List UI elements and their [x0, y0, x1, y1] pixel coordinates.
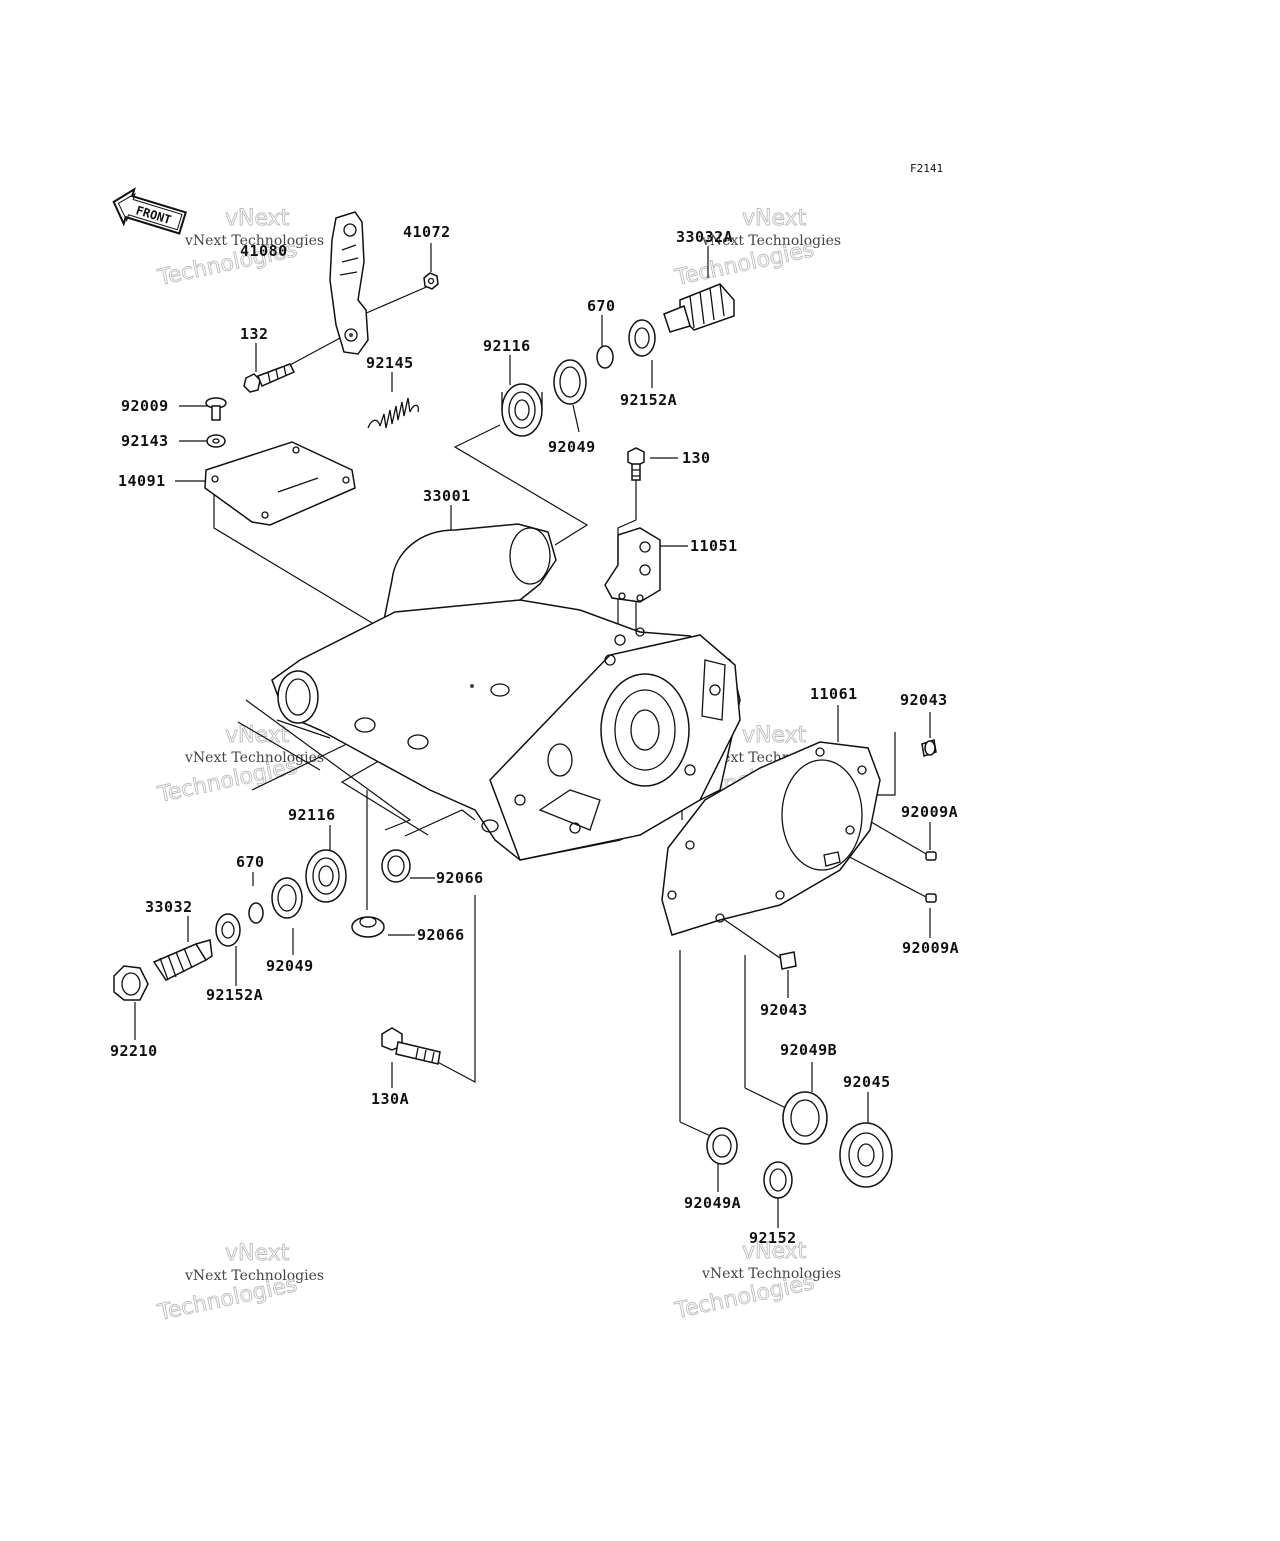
seal-92049A [706, 1127, 738, 1165]
svg-text:vNext: vNext [742, 206, 807, 231]
label-92009A-1: 92009A [901, 803, 958, 821]
label-92116-top: 92116 [483, 337, 531, 355]
label-92066-1: 92066 [436, 869, 484, 887]
bolt-132 [243, 363, 296, 393]
label-92066-2: 92066 [417, 926, 465, 944]
watermark-bottom-left: vNext vNext Technologies Technologies [155, 1241, 324, 1327]
label-92143: 92143 [121, 432, 169, 450]
label-130A: 130A [371, 1090, 409, 1108]
label-92116-bottom: 92116 [288, 806, 336, 824]
nut-92210 [113, 965, 149, 1001]
dowel-92043-top [921, 739, 937, 757]
label-92049-bottom: 92049 [266, 957, 314, 975]
seal-92049B [782, 1091, 828, 1145]
label-670-top: 670 [587, 297, 616, 315]
bearing-92045 [839, 1122, 893, 1188]
svg-text:vNext: vNext [225, 723, 290, 748]
figure-reference: F2141 [910, 162, 943, 175]
gasket-11061 [661, 741, 881, 936]
label-33032A: 33032A [676, 228, 733, 246]
label-130: 130 [682, 449, 711, 467]
pivot-shaft-33032A [663, 283, 735, 333]
svg-text:vNext: vNext [225, 206, 290, 231]
watermark-mid-left: vNext vNext Technologies Technologies [155, 723, 324, 809]
bolt-130 [627, 447, 645, 481]
label-92210: 92210 [110, 1042, 158, 1060]
bearing-92116-bottom [305, 849, 347, 903]
label-92043-top: 92043 [900, 691, 948, 709]
bushing-92066-2 [351, 916, 385, 938]
pivot-shaft-33032 [152, 939, 213, 981]
label-92049B: 92049B [780, 1041, 837, 1059]
bracket-11051 [604, 527, 661, 603]
svg-text:vNext Technologies: vNext Technologies [184, 233, 324, 249]
nut-41072 [423, 272, 439, 290]
washer-92143 [206, 434, 226, 448]
label-14091: 14091 [118, 472, 166, 490]
oring-670-bottom [248, 902, 264, 924]
screw-92009 [205, 397, 227, 421]
label-41072: 41072 [403, 223, 451, 241]
oring-670-top [596, 345, 614, 369]
watermark-bottom-right: vNext vNext Technologies Technologies [672, 1239, 841, 1325]
label-92009A-2: 92009A [902, 939, 959, 957]
swing-arm-33001 [271, 523, 741, 861]
svg-text:vNext Technologies: vNext Technologies [184, 750, 324, 766]
label-92009: 92009 [121, 397, 169, 415]
label-92152: 92152 [749, 1229, 797, 1247]
seal-92049-top [553, 359, 587, 405]
svg-text:vNext: vNext [742, 723, 807, 748]
collar-92152A-top [628, 319, 656, 357]
label-33001: 33001 [423, 487, 471, 505]
label-92045: 92045 [843, 1073, 891, 1091]
label-92152A-top: 92152A [620, 391, 677, 409]
bearing-92116-top [501, 383, 543, 437]
part-labels: 41072 41080 33032A 132 92145 92116 670 9… [110, 223, 959, 1247]
spring-92145 [367, 397, 420, 429]
label-41080: 41080 [240, 242, 288, 260]
label-33032: 33032 [145, 898, 193, 916]
label-132: 132 [240, 325, 269, 343]
collar-92152A-bottom [215, 913, 241, 947]
front-arrow-icon: FRONT [112, 187, 187, 235]
brake-lever-arm [329, 211, 369, 355]
svg-text:vNext Technologies: vNext Technologies [184, 1268, 324, 1284]
collar-92152 [763, 1161, 793, 1199]
svg-text:vNext: vNext [742, 1239, 807, 1264]
label-92145: 92145 [366, 354, 414, 372]
bolt-130A [381, 1027, 441, 1065]
watermark-top-right: vNext vNext Technologies Technologies [672, 206, 841, 292]
seal-92049-bottom [271, 877, 303, 919]
label-670-bottom: 670 [236, 853, 265, 871]
svg-text:vNext Technologies: vNext Technologies [701, 1266, 841, 1282]
screw-92009A-1 [925, 851, 937, 861]
label-92049A: 92049A [684, 1194, 741, 1212]
dowel-92043-bottom [779, 951, 797, 970]
bushing-92066-1 [381, 849, 411, 883]
label-92049-top: 92049 [548, 438, 596, 456]
label-11051: 11051 [690, 537, 738, 555]
screw-92009A-2 [925, 893, 937, 903]
label-92152A-bottom: 92152A [206, 986, 263, 1004]
label-92043-bottom: 92043 [760, 1001, 808, 1019]
cover-plate-14091 [204, 441, 356, 526]
svg-text:vNext Technologies: vNext Technologies [701, 233, 841, 249]
svg-text:vNext: vNext [225, 1241, 290, 1266]
label-11061: 11061 [810, 685, 858, 703]
